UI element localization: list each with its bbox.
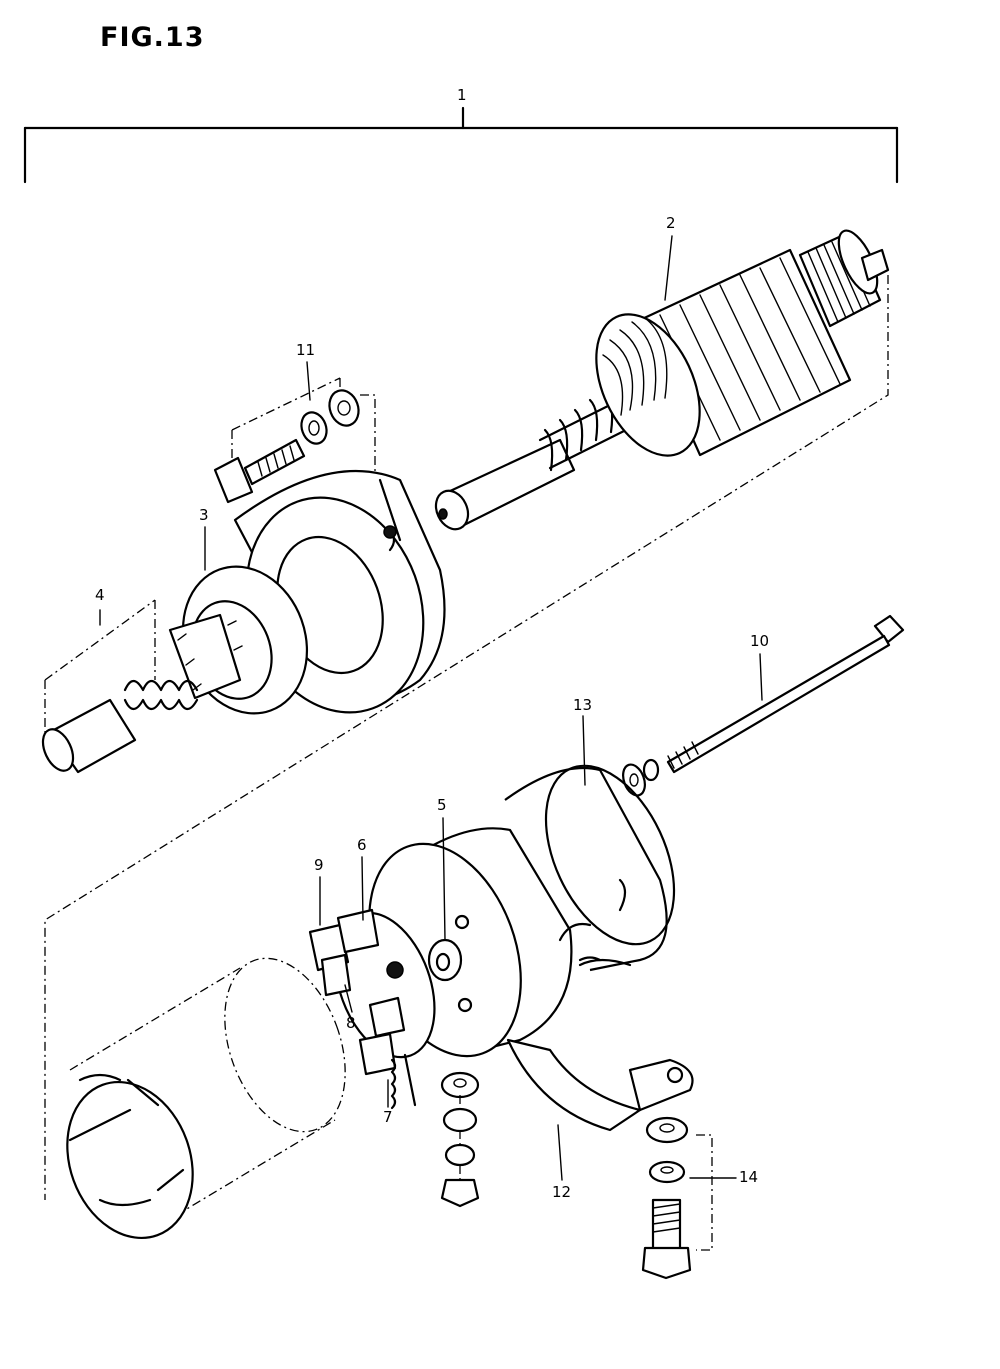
callout-7: 7 (383, 1108, 393, 1126)
terminal-nut-stack (440, 1071, 480, 1208)
callout-2: 2 (666, 214, 676, 232)
mounting-strap (506, 1038, 694, 1132)
strap-bolt-set (641, 1116, 713, 1280)
callout-1: 1 (457, 86, 467, 104)
brush-holder-plate (308, 908, 436, 1110)
callout-6: 6 (357, 836, 367, 854)
callout-11: 11 (296, 341, 316, 359)
callout-14: 14 (739, 1168, 759, 1186)
callout-8: 8 (346, 1014, 356, 1032)
figure-title: FIG.13 (100, 22, 205, 53)
assembly-bracket (23, 106, 899, 184)
leader-lines (99, 235, 763, 1181)
callout-4: 4 (95, 586, 105, 604)
callout-5: 5 (437, 796, 447, 814)
end-bolt-set (213, 377, 376, 520)
assembly-centerline (44, 275, 889, 1200)
yoke-housing (66, 957, 346, 1240)
front-housing (181, 469, 446, 715)
callout-9: 9 (314, 856, 324, 874)
yoke-cover (504, 764, 676, 972)
pinion-drive (41, 599, 243, 774)
callout-10: 10 (750, 632, 770, 650)
callout-13: 13 (573, 696, 593, 714)
armature (434, 229, 890, 531)
callout-12: 12 (552, 1183, 572, 1201)
callout-3: 3 (199, 506, 209, 524)
